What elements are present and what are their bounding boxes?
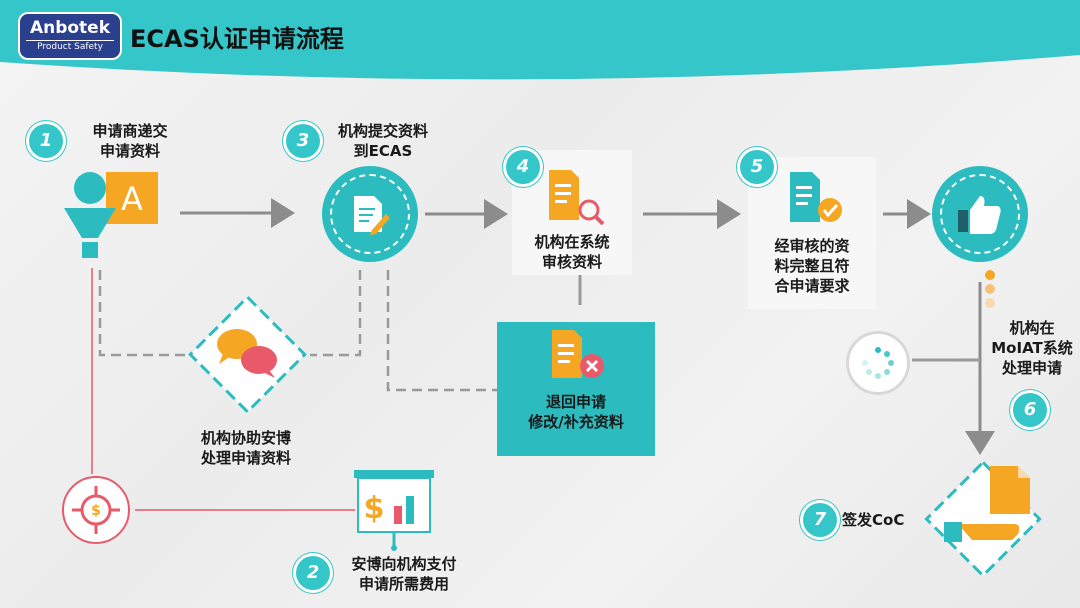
step-1-badge: 1	[29, 124, 63, 158]
svg-text:$: $	[364, 491, 385, 526]
step-6-label-line3: 处理申请	[1001, 359, 1062, 377]
assist-label-line1: 机构协助安博	[200, 429, 291, 447]
step-5-badge: 5	[740, 150, 774, 184]
step-6-label-line2: MoIAT系统	[991, 339, 1073, 357]
step-2-label-line1: 安博向机构支付	[351, 555, 457, 573]
dash-3-to-reject	[386, 270, 497, 392]
assist-diamond	[188, 295, 307, 414]
page-title: ECAS认证申请流程	[130, 25, 344, 53]
step-1-label: 申请商递交 申请资料	[78, 121, 182, 161]
step-7-badge: 7	[803, 503, 837, 537]
loading-spinner-icon	[862, 347, 894, 379]
reject-label-line2: 修改/补充资料	[528, 413, 624, 431]
step-1-label-line1: 申请商递交	[92, 122, 168, 140]
step-4-label-line2: 审核资料	[541, 253, 602, 271]
dash-1-to-assist	[98, 270, 185, 357]
step-1-label-line2: 申请资料	[99, 142, 160, 160]
dash-3-to-assist	[310, 270, 362, 357]
brand-logo: Anbotek Product Safety	[20, 14, 120, 58]
step-5-label-line3: 合申请要求	[774, 277, 850, 295]
document-reject-icon	[552, 330, 604, 378]
step-6-label-line1: 机构在	[1009, 319, 1055, 337]
document-edit-icon	[354, 196, 390, 235]
progress-dots	[985, 270, 995, 308]
header-band	[0, 0, 1080, 80]
step-6-badge: 6	[1013, 393, 1047, 427]
step-4-label-line1: 机构在系统	[534, 233, 610, 251]
step-4-label: 机构在系统 审核资料	[512, 232, 632, 272]
payment-board-icon: $	[354, 470, 434, 551]
step-3-label-line2: 到ECAS	[353, 142, 413, 160]
document-search-icon	[549, 170, 605, 226]
reject-label: 退回申请 修改/补充资料	[497, 392, 655, 432]
step-2-label: 安博向机构支付 申请所需费用	[336, 554, 472, 594]
document-check-icon	[790, 172, 842, 222]
step-5-label-line1: 经审核的资	[774, 237, 850, 255]
thumbs-up-icon	[958, 196, 1001, 234]
step-5-label-line2: 料完整且符	[774, 257, 850, 275]
assist-label: 机构协助安博 处理申请资料	[176, 428, 316, 468]
applicant-icon: A	[64, 172, 158, 258]
target-dollar-icon: $	[72, 486, 120, 534]
svg-text:$: $	[91, 503, 101, 519]
assist-label-line2: 处理申请资料	[200, 449, 291, 467]
step-3-label-line1: 机构提交资料	[337, 122, 428, 140]
step-2-label-line2: 申请所需费用	[358, 575, 449, 593]
step-7-label: 签发CoC	[842, 511, 905, 529]
reject-label-line1: 退回申请	[545, 393, 606, 411]
logo-name: Anbotek	[29, 18, 111, 38]
step-5-label: 经审核的资 料完整且符 合申请要求	[748, 236, 876, 296]
step-2-badge: 2	[296, 556, 330, 590]
step-3-badge: 3	[286, 124, 320, 158]
step-3-label: 机构提交资料 到ECAS	[323, 121, 443, 161]
svg-text:A: A	[121, 180, 143, 218]
step-6-label: 机构在 MoIAT系统 处理申请	[982, 318, 1080, 378]
loading-ring	[846, 331, 910, 395]
logo-tagline: Product Safety	[26, 40, 114, 53]
certificate-diamond	[924, 460, 1042, 578]
step-4-badge: 4	[506, 150, 540, 184]
